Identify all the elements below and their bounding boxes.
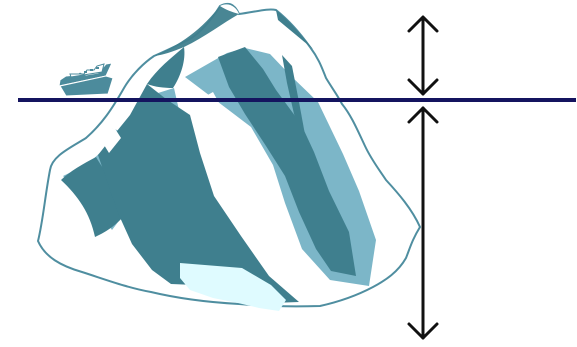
iceberg-light-bottom xyxy=(180,263,286,311)
arrow-below-head-top xyxy=(407,106,439,124)
ship-icon xyxy=(58,62,114,97)
arrow-above-head-top xyxy=(407,15,439,33)
ship-bow xyxy=(59,75,114,97)
iceberg-dark-center xyxy=(98,84,299,303)
iceberg-dark-right xyxy=(218,47,356,276)
iceberg-upper-left-shadow xyxy=(147,47,185,88)
iceberg-icon xyxy=(36,2,422,311)
iceberg-white-crevasse-2 xyxy=(220,4,239,14)
double-arrow-icon xyxy=(407,15,439,96)
iceberg-cap-shadow xyxy=(154,4,239,57)
double-arrow-icon xyxy=(407,106,439,340)
iceberg-dark-left-lower xyxy=(61,157,129,237)
iceberg-white-crevasse-1 xyxy=(197,92,278,207)
ship-window-2 xyxy=(90,69,93,71)
iceberg-dark-sliver xyxy=(282,55,306,140)
iceberg-white-crevasse-3 xyxy=(101,127,121,153)
iceberg-cap-right xyxy=(276,10,313,49)
arrow-below-head-bottom xyxy=(407,322,439,340)
ship-window-3 xyxy=(96,67,99,69)
arrow-above-head-bottom xyxy=(407,78,439,96)
ship-window-1 xyxy=(84,71,87,73)
